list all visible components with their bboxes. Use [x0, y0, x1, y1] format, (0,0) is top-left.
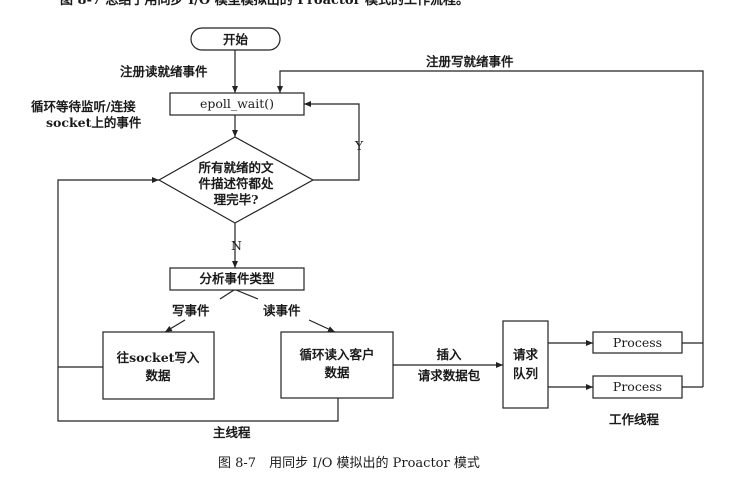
request-queue-node: [502, 320, 549, 409]
process-label-2: Process: [613, 379, 662, 394]
loop-wait-label-1: 循环等待监听/连接: [31, 99, 136, 114]
read-client-line-1: 循环读入客户: [299, 347, 374, 362]
decision-line-3: 理完毕?: [214, 192, 259, 207]
write-event-arrow: [164, 319, 186, 333]
write-socket-line-1: 往socket写入: [117, 350, 200, 365]
analyze-label: 分析事件类型: [199, 271, 275, 286]
start-label: 开始: [223, 32, 249, 47]
decision-line-2: 件描述符都处: [198, 176, 274, 191]
insert-label-1: 插入: [436, 347, 462, 362]
write-socket-line-2: 数据: [144, 368, 171, 383]
read-client-node: [280, 331, 394, 399]
figure-caption: 图 8-7 用同步 I/O 模拟出的 Proactor 模式: [218, 455, 480, 471]
main-thread-label: 主线程: [213, 425, 251, 440]
insert-label-2: 请求数据包: [418, 368, 481, 383]
no-label: N: [231, 238, 242, 253]
register-write-label: 注册写就绪事件: [426, 54, 514, 69]
read-event-arrow: [308, 319, 336, 333]
process-label-1: Process: [613, 335, 662, 350]
read-branch-line: [235, 289, 259, 300]
read-event-label: 读事件: [263, 303, 301, 318]
request-queue-line-1: 请求: [513, 347, 539, 362]
worker-threads-label: 工作线程: [609, 412, 660, 427]
write-branch-line: [219, 289, 235, 300]
read-client-line-2: 数据: [323, 365, 350, 380]
epoll-wait-label: epoll_wait(): [200, 96, 274, 111]
loop-wait-label-2: socket上的事件: [46, 115, 142, 130]
header-text: 图 8-7 总结了用同步 I/O 模型模拟出的 Proactor 模式的工作流程…: [60, 0, 469, 8]
write-event-label: 写事件: [172, 303, 210, 318]
register-read-label: 注册读就绪事件: [120, 64, 208, 79]
main-loop-line: [57, 177, 339, 422]
register-write-line: [277, 70, 704, 387]
request-queue-line-2: 队列: [513, 366, 538, 381]
write-socket-node: [102, 331, 215, 400]
decision-line-1: 所有就绪的文: [198, 160, 274, 175]
yes-label: Y: [354, 138, 364, 153]
yes-loop-line: [304, 101, 360, 181]
